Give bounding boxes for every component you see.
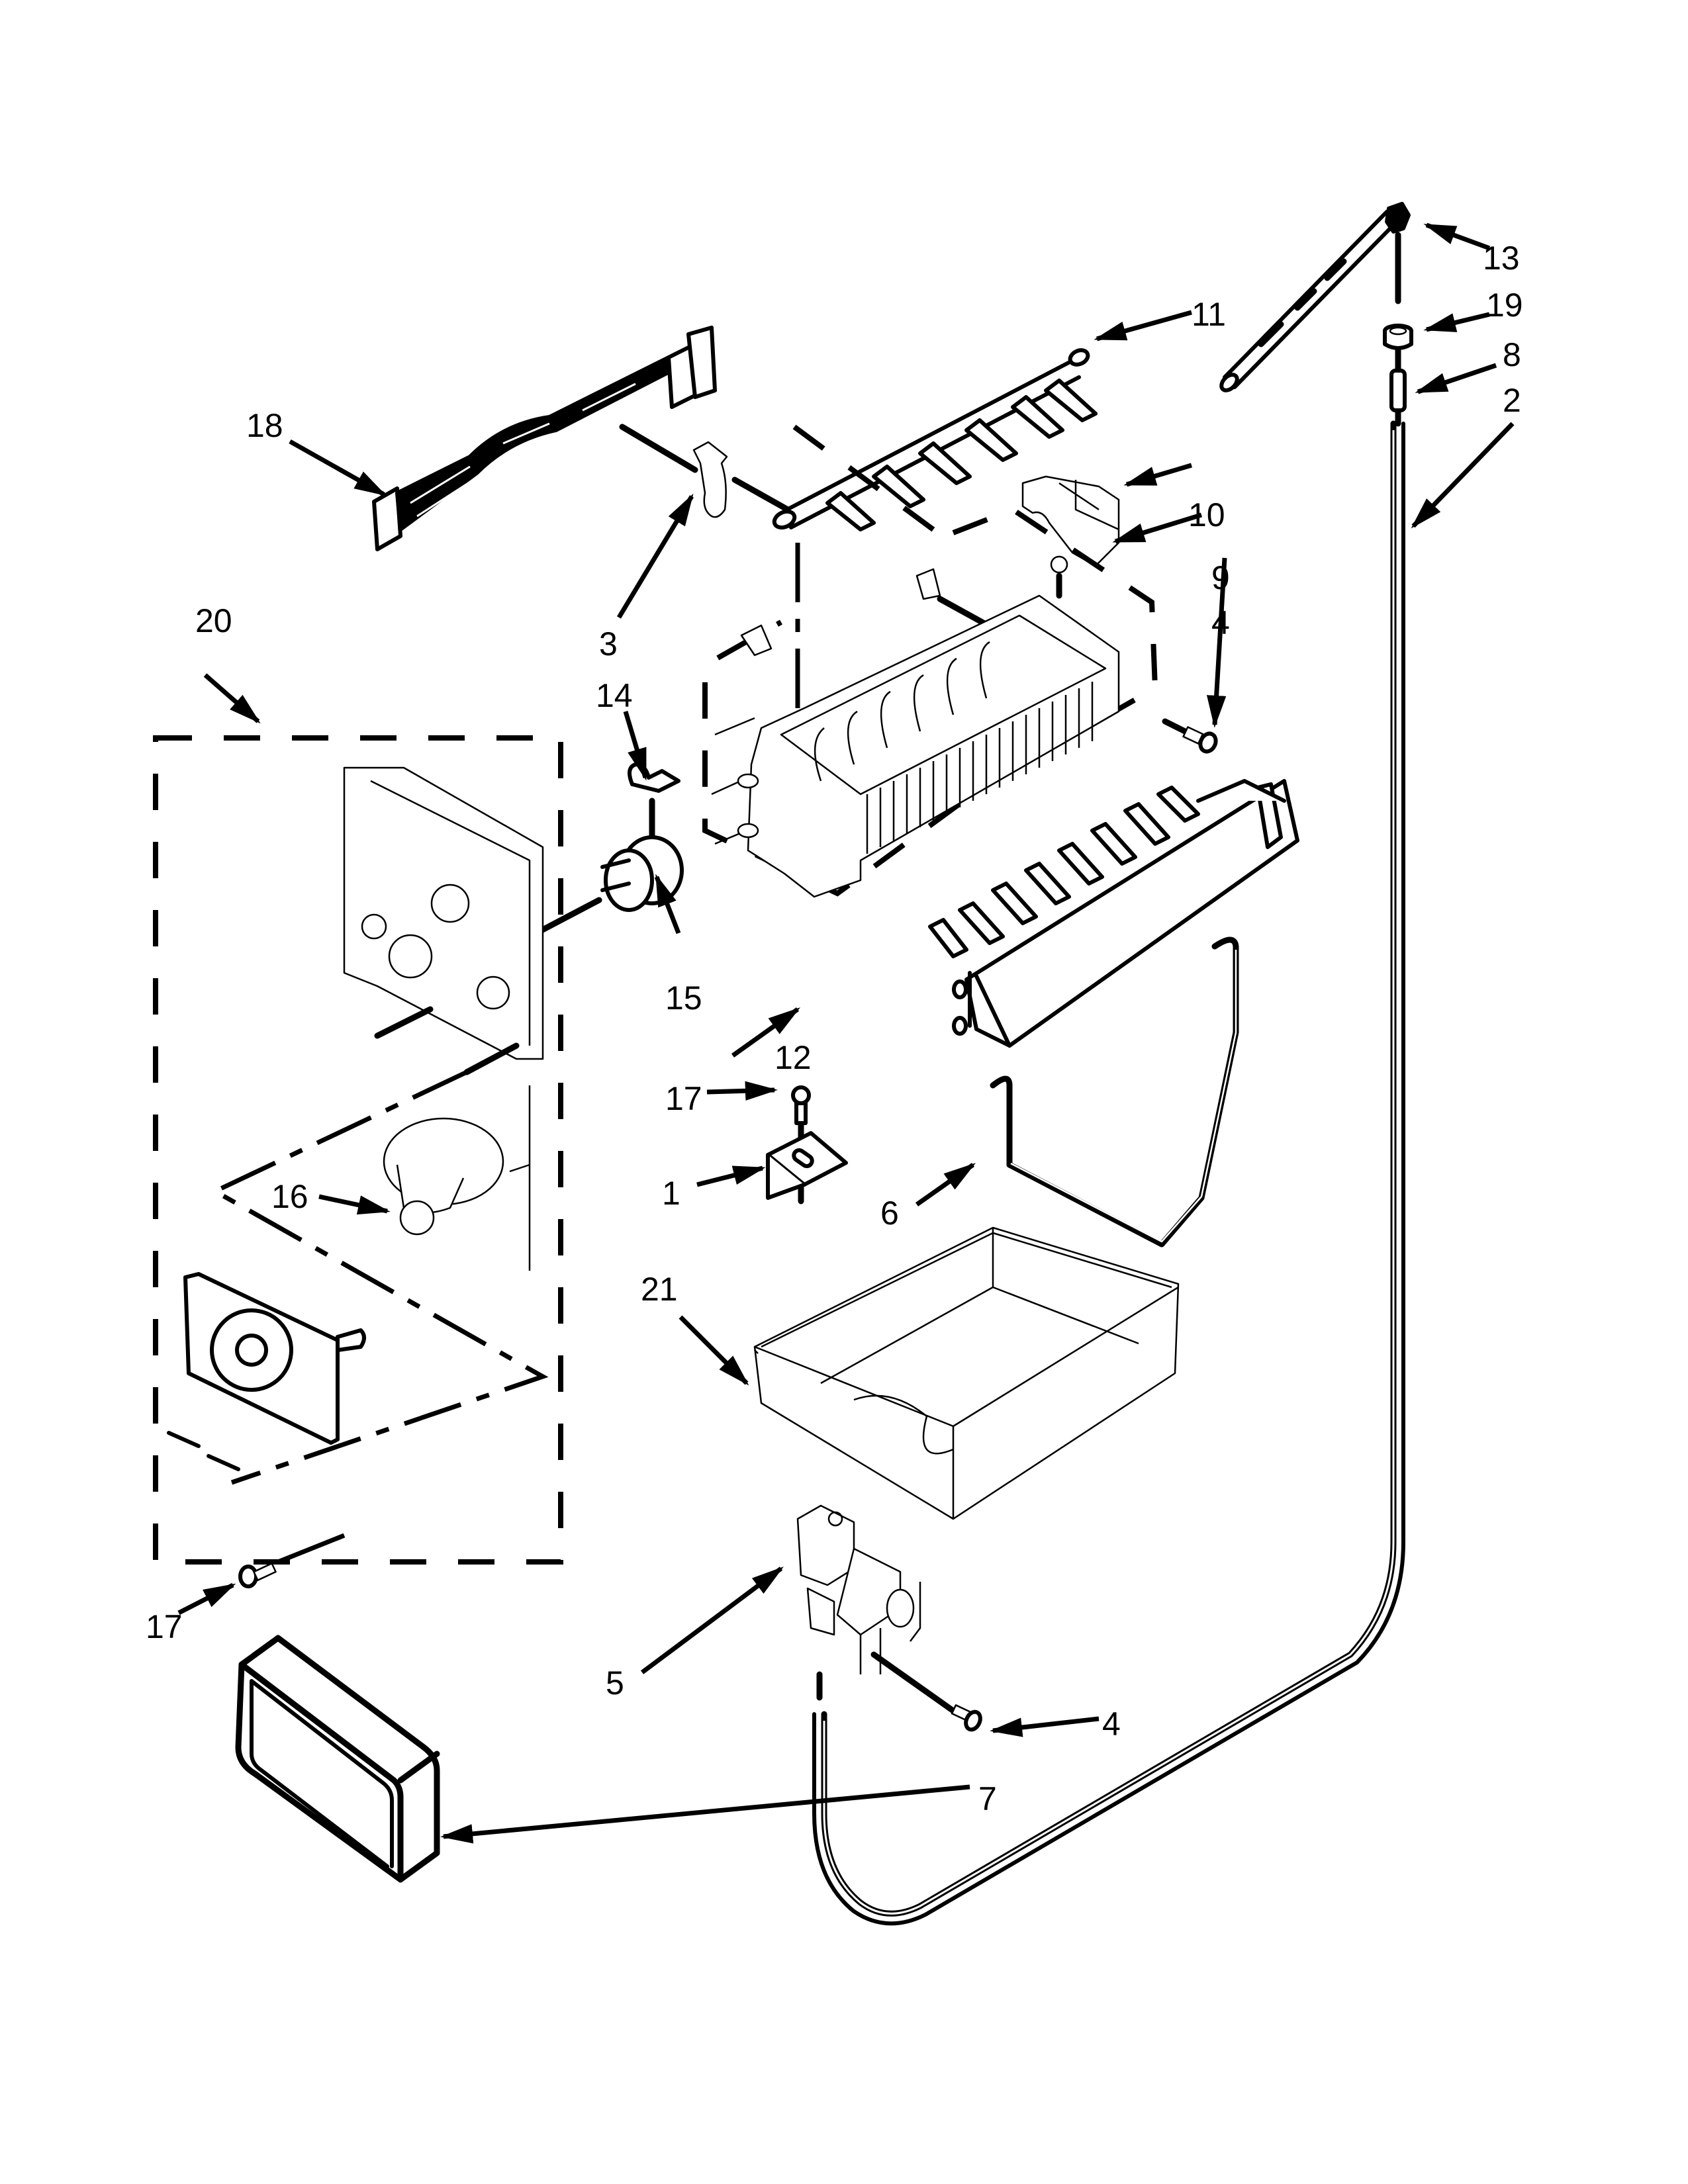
callout-8: 8 xyxy=(1503,336,1521,373)
screw-icon xyxy=(1162,718,1218,754)
screw-icon xyxy=(951,1704,982,1732)
leader-19 xyxy=(1423,312,1490,332)
cover-icon xyxy=(235,1635,440,1883)
callout-2: 2 xyxy=(1503,382,1521,419)
leader-6 xyxy=(915,1163,976,1206)
mounting-plate-icon xyxy=(167,1272,366,1471)
callout-7: 7 xyxy=(978,1780,997,1817)
leader-13 xyxy=(1423,222,1491,251)
leader-8 xyxy=(1415,363,1497,394)
callout-18: 18 xyxy=(246,407,283,444)
control-module-outline xyxy=(153,735,563,1565)
control-module-centerlines xyxy=(210,1069,549,1485)
fill-tube-icon xyxy=(1219,202,1411,392)
leader-4a xyxy=(1206,557,1227,728)
leader-7 xyxy=(440,1784,970,1844)
leader-21 xyxy=(679,1315,749,1386)
shutoff-arm-icon xyxy=(990,936,1239,1248)
water-valve-icon xyxy=(796,1504,957,1714)
callout-1: 1 xyxy=(662,1175,680,1212)
ejector-icon xyxy=(772,348,1098,531)
leader-16 xyxy=(318,1194,391,1215)
callout-4-lower: 4 xyxy=(1102,1706,1121,1743)
leader-15 xyxy=(654,874,681,934)
callout-15: 15 xyxy=(665,979,702,1017)
callout-11: 11 xyxy=(1192,296,1226,333)
callout-3: 3 xyxy=(599,625,618,662)
fill-cup-icon xyxy=(1021,475,1120,574)
leader-14 xyxy=(623,710,648,781)
tube-connector-icon xyxy=(1389,369,1407,427)
leader-3 xyxy=(617,493,694,619)
stripper-icon xyxy=(928,779,1299,1048)
leader-10 xyxy=(1123,463,1192,487)
callout-10: 10 xyxy=(1188,496,1225,533)
callout-17-upper: 17 xyxy=(665,1080,702,1117)
bracket-icon xyxy=(766,1131,848,1205)
callout-labels: 13 19 8 2 11 10 9 4 18 3 20 14 15 12 17 … xyxy=(146,240,1523,1817)
leader-lines xyxy=(177,222,1515,1844)
leader-17b xyxy=(177,1582,236,1615)
callout-19: 19 xyxy=(1486,287,1523,324)
callout-14: 14 xyxy=(596,677,633,714)
callout-4-upper: 4 xyxy=(1211,604,1230,641)
wire-harness-icon xyxy=(372,326,717,551)
leader-9 xyxy=(1112,512,1203,544)
leader-11 xyxy=(1094,310,1192,341)
callout-5: 5 xyxy=(606,1664,624,1702)
leader-5 xyxy=(640,1567,784,1674)
callout-13: 13 xyxy=(1483,240,1520,277)
callout-9: 9 xyxy=(1211,559,1230,596)
callout-21: 21 xyxy=(641,1271,678,1308)
callout-6: 6 xyxy=(880,1195,899,1232)
callout-12: 12 xyxy=(774,1039,812,1076)
leader-12 xyxy=(731,1007,800,1058)
callout-20: 20 xyxy=(195,602,232,639)
ice-bin-icon xyxy=(753,1226,1180,1520)
leader-20 xyxy=(203,673,261,724)
clip-icon xyxy=(692,441,791,518)
leader-2 xyxy=(1411,422,1515,529)
motor-icon xyxy=(383,1085,531,1271)
thermostat-clip-icon xyxy=(628,762,680,844)
leader-18 xyxy=(289,439,387,497)
control-module-icon xyxy=(343,766,544,1075)
grommet-icon xyxy=(1383,324,1413,350)
callout-17-lower: 17 xyxy=(146,1608,183,1645)
water-tube-icon xyxy=(812,420,1405,1926)
leader-17a xyxy=(706,1081,778,1101)
leader-1 xyxy=(696,1165,766,1187)
callout-16: 16 xyxy=(271,1178,308,1215)
ice-mold-icon xyxy=(711,568,1120,898)
leader-4b xyxy=(990,1716,1100,1737)
screw-icon xyxy=(238,1533,346,1588)
